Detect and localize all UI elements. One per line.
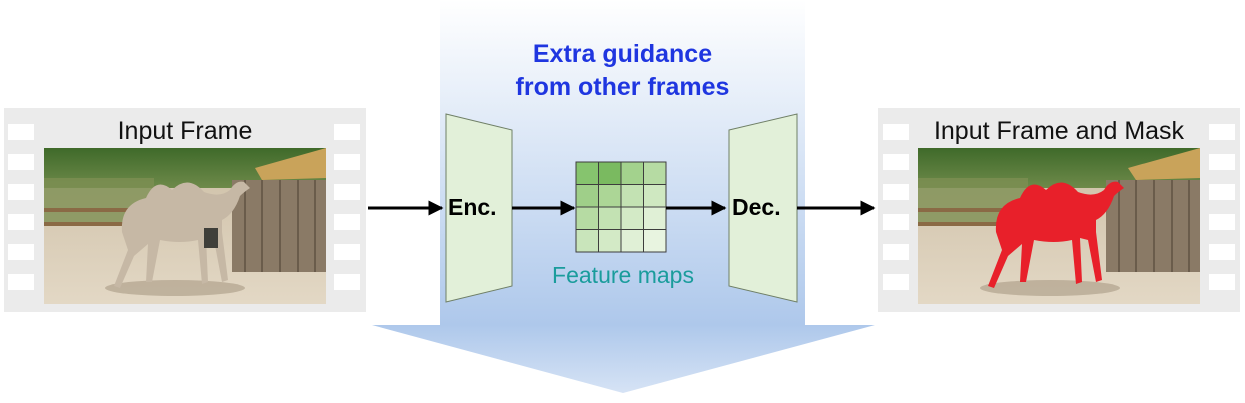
feature-cell — [620, 161, 644, 185]
feature-map-grid — [575, 161, 667, 253]
decoder-label: Dec. — [732, 194, 781, 220]
output-frame-title: Input Frame and Mask — [933, 117, 1185, 145]
feature-cell — [575, 206, 599, 230]
feature-cell — [620, 184, 644, 208]
feature-cell — [598, 161, 622, 185]
camel-mask — [988, 181, 1124, 288]
decoder-block — [728, 113, 798, 303]
feature-cell — [643, 206, 667, 230]
feature-cell — [575, 184, 599, 208]
feature-cell — [620, 206, 644, 230]
camel-shape — [114, 181, 250, 288]
guidance-line-2: from other frames — [515, 73, 730, 101]
input-film-strip — [4, 108, 366, 312]
output-photo — [918, 148, 1200, 304]
feature-cell — [620, 229, 644, 253]
guidance-title: Extra guidance from other frames — [440, 38, 805, 104]
feature-cell — [598, 206, 622, 230]
film-holes-left — [8, 124, 360, 290]
input-photo — [44, 148, 326, 304]
feature-maps-label: Feature maps — [552, 262, 694, 288]
input-frame-title: Input Frame — [117, 117, 253, 145]
feature-cell — [643, 161, 667, 185]
feature-cell — [575, 229, 599, 253]
guidance-down-arrow — [372, 325, 875, 393]
encoder-block — [445, 113, 513, 303]
guidance-line-1: Extra guidance — [532, 40, 713, 68]
feature-cell — [575, 161, 599, 185]
feature-cell — [643, 184, 667, 208]
feature-cell — [643, 229, 667, 253]
encoder-label: Enc. — [448, 194, 497, 220]
film-holes-right — [883, 124, 1235, 290]
output-film-strip — [878, 108, 1240, 312]
feature-cell — [598, 229, 622, 253]
feature-cell — [598, 184, 622, 208]
